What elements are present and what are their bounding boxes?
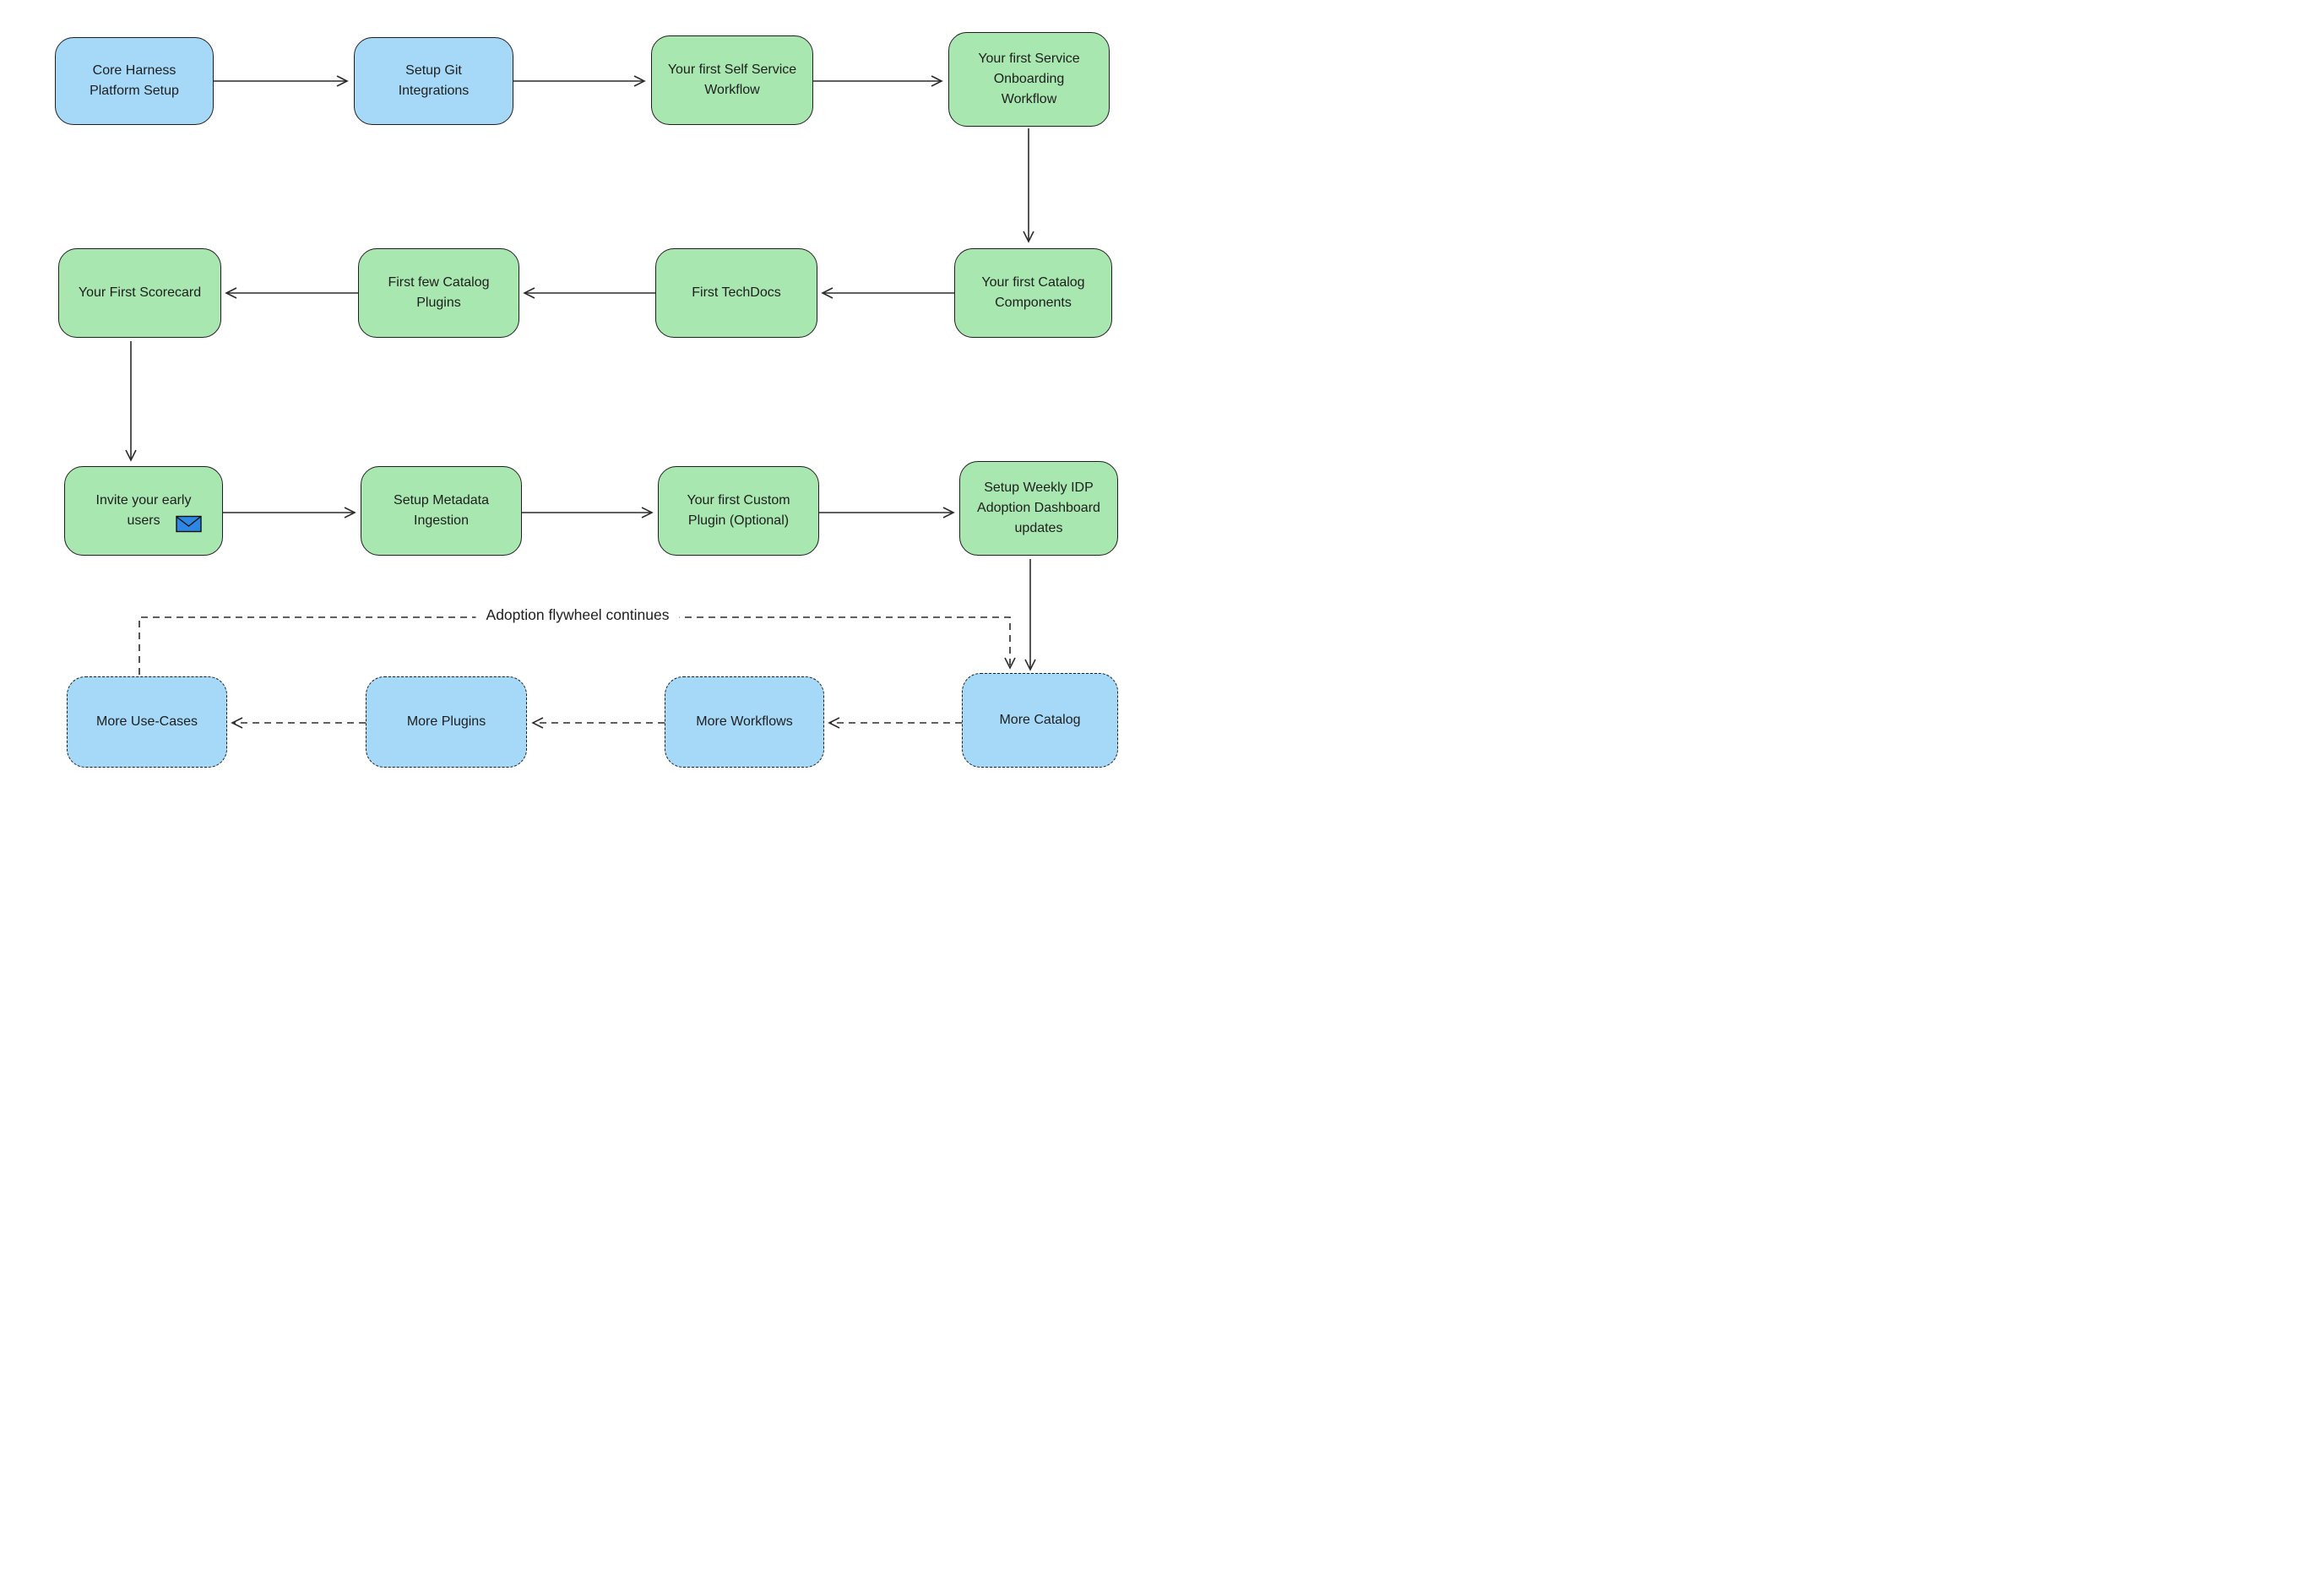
- node-setup-metadata-ingestion: Setup Metadata Ingestion: [361, 466, 522, 556]
- node-more-catalog: More Catalog: [962, 673, 1118, 768]
- node-first-self-service-workflow: Your first Self Service Workflow: [651, 35, 813, 125]
- node-first-catalog-components: Your first Catalog Components: [954, 248, 1112, 338]
- node-core-harness-platform-setup: Core Harness Platform Setup: [55, 37, 214, 125]
- node-weekly-idp-adoption-dashboard: Setup Weekly IDP Adoption Dashboard upda…: [959, 461, 1118, 556]
- flowchart-canvas: Core Harness Platform Setup Setup Git In…: [0, 0, 1162, 798]
- node-first-service-onboarding-workflow: Your first Service Onboarding Workflow: [948, 32, 1110, 127]
- node-first-few-catalog-plugins: First few Catalog Plugins: [358, 248, 519, 338]
- node-more-plugins: More Plugins: [366, 676, 527, 768]
- node-first-techdocs: First TechDocs: [655, 248, 817, 338]
- flywheel-label: Adoption flywheel continues: [475, 605, 680, 625]
- node-more-workflows: More Workflows: [665, 676, 824, 768]
- node-setup-git-integrations: Setup Git Integrations: [354, 37, 513, 125]
- node-invite-early-users: Invite your early users: [64, 466, 223, 556]
- node-first-scorecard: Your First Scorecard: [58, 248, 221, 338]
- node-more-use-cases: More Use-Cases: [67, 676, 227, 768]
- envelope-icon: [176, 515, 202, 533]
- invite-early-users-label: Invite your early users: [95, 493, 192, 528]
- edge-flywheel-use-cases-to-more-catalog: [138, 616, 1016, 675]
- node-first-custom-plugin: Your first Custom Plugin (Optional): [658, 466, 819, 556]
- edges-layer: [125, 75, 1036, 729]
